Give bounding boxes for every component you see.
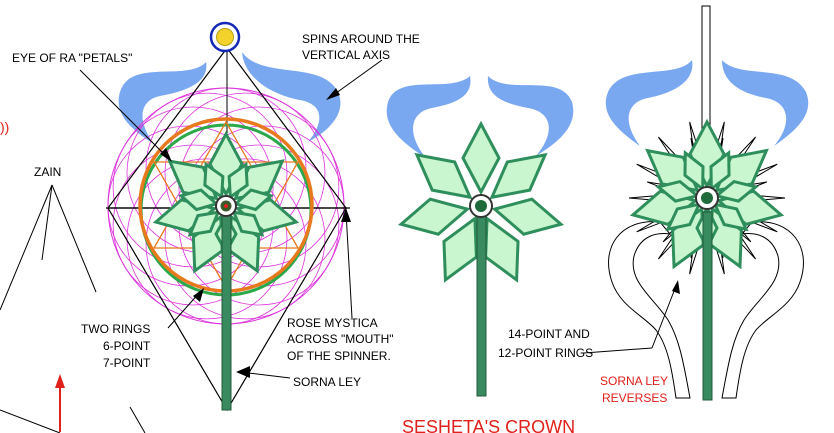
left-stem bbox=[222, 212, 231, 410]
red-arrow-head bbox=[55, 374, 65, 388]
edge-fragment: )) bbox=[0, 119, 9, 135]
sun-disc bbox=[217, 29, 234, 46]
petal bbox=[495, 199, 561, 234]
label-two-rings-1: TWO RINGS bbox=[81, 322, 150, 336]
label-points-2: 12-POINT RINGS bbox=[498, 346, 593, 360]
label-rose-1: ROSE MYSTICA bbox=[287, 316, 378, 330]
label-sorna-ley: SORNA LEY bbox=[293, 375, 361, 389]
right-stem bbox=[703, 212, 712, 400]
petal bbox=[401, 199, 467, 234]
petal bbox=[463, 124, 499, 192]
middle-wave-right bbox=[488, 76, 573, 156]
diagram-title: SESHETA'S CROWN bbox=[402, 417, 575, 433]
label-two-rings-2: 6-POINT bbox=[103, 339, 151, 353]
right-spinner bbox=[606, 6, 808, 400]
label-two-rings-3: 7-POINT bbox=[103, 356, 151, 370]
label-spins-line1: SPINS AROUND THE bbox=[302, 32, 420, 46]
middle-stem bbox=[477, 214, 486, 396]
label-points-1: 14-POINT AND bbox=[508, 327, 590, 341]
petal bbox=[486, 219, 518, 280]
petal bbox=[417, 155, 470, 197]
label-rose-2: ACROSS "MOUTH" bbox=[287, 332, 394, 346]
label-spins-line2: VERTICAL AXIS bbox=[302, 48, 390, 62]
petal bbox=[444, 219, 476, 280]
left-wave-right bbox=[242, 52, 340, 142]
right-wave-left bbox=[606, 60, 693, 146]
middle-wave-left bbox=[387, 76, 471, 158]
right-center-dot bbox=[701, 192, 713, 204]
right-wave-right bbox=[722, 60, 808, 146]
label-rose-3: OF THE SPINNER. bbox=[287, 349, 391, 363]
label-reverses-1: SORNA LEY bbox=[600, 374, 668, 388]
label-reverses-2: REVERSES bbox=[602, 391, 667, 405]
left-center-eye bbox=[224, 204, 228, 208]
label-zain: ZAIN bbox=[34, 165, 61, 179]
petal bbox=[492, 155, 545, 197]
zain-lines bbox=[0, 185, 145, 433]
middle-center-dot bbox=[475, 200, 487, 212]
label-eye-of-ra: EYE OF RA "PETALS" bbox=[12, 51, 132, 65]
